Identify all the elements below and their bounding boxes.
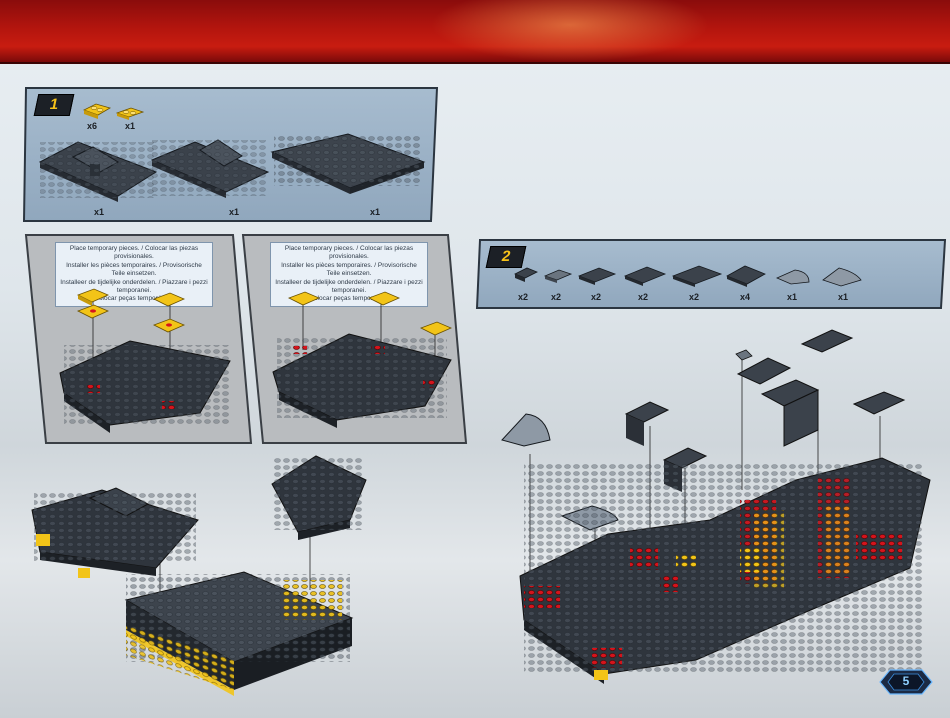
step1-yellow-plate-icon (82, 103, 112, 119)
header-glow (430, 0, 710, 62)
step2-exploded-assembly-illustration (501, 329, 931, 684)
step1-exploded-assembly-illustration (31, 455, 367, 696)
step1-assembly-back-icon (150, 139, 270, 198)
step1-yellow-tile-icon (115, 107, 145, 120)
note-line: Colocar peças temporárias. (309, 295, 389, 303)
step2-part-qty: x2 (518, 292, 529, 302)
step1-assembly-qty: x1 (370, 207, 381, 217)
note-line: Installeer de tijdelijke onderdelen. / P… (60, 278, 208, 295)
note-line: Place temporary pieces. / Colocar las pi… (69, 245, 199, 261)
page-number-badge: 5 (879, 668, 933, 696)
page-header-banner (0, 0, 950, 64)
step1-baseplate-icon (270, 133, 426, 194)
note-line: Colocar peças temporárias. (94, 295, 174, 303)
temporary-pieces-back-illustration (272, 291, 453, 428)
note-line: Installer les pièces temporaires. / Prov… (66, 261, 202, 278)
step2-part-qty: x2 (638, 292, 649, 302)
step1-part-qty: x1 (125, 121, 136, 131)
step1-assembly-qty: x1 (94, 207, 105, 217)
step2-part-qty: x2 (591, 292, 602, 302)
note-line: Installeer de tijdelijke onderdelen. / P… (275, 278, 423, 295)
step1-number-badge: 1 (33, 94, 75, 116)
step2-parts-row-icons (514, 265, 862, 287)
step2-part-qty: x2 (689, 292, 700, 302)
step2-part-qty: x4 (740, 292, 751, 302)
step1-assembly-qty: x1 (229, 207, 240, 217)
page-number: 5 (902, 674, 910, 688)
step1-assembly-front-icon (38, 141, 158, 202)
temporary-pieces-front-illustration (59, 288, 231, 433)
page-number-emblem-icon (879, 669, 933, 695)
step2-part-qty: x2 (551, 292, 562, 302)
step1-part-qty: x6 (87, 121, 98, 131)
note-line: Place temporary pieces. / Colocar las pi… (284, 245, 414, 261)
step2-part-qty: x1 (838, 292, 849, 302)
step2-part-qty: x1 (787, 292, 798, 302)
note-line: Installer les pièces temporaires. / Prov… (281, 261, 417, 278)
